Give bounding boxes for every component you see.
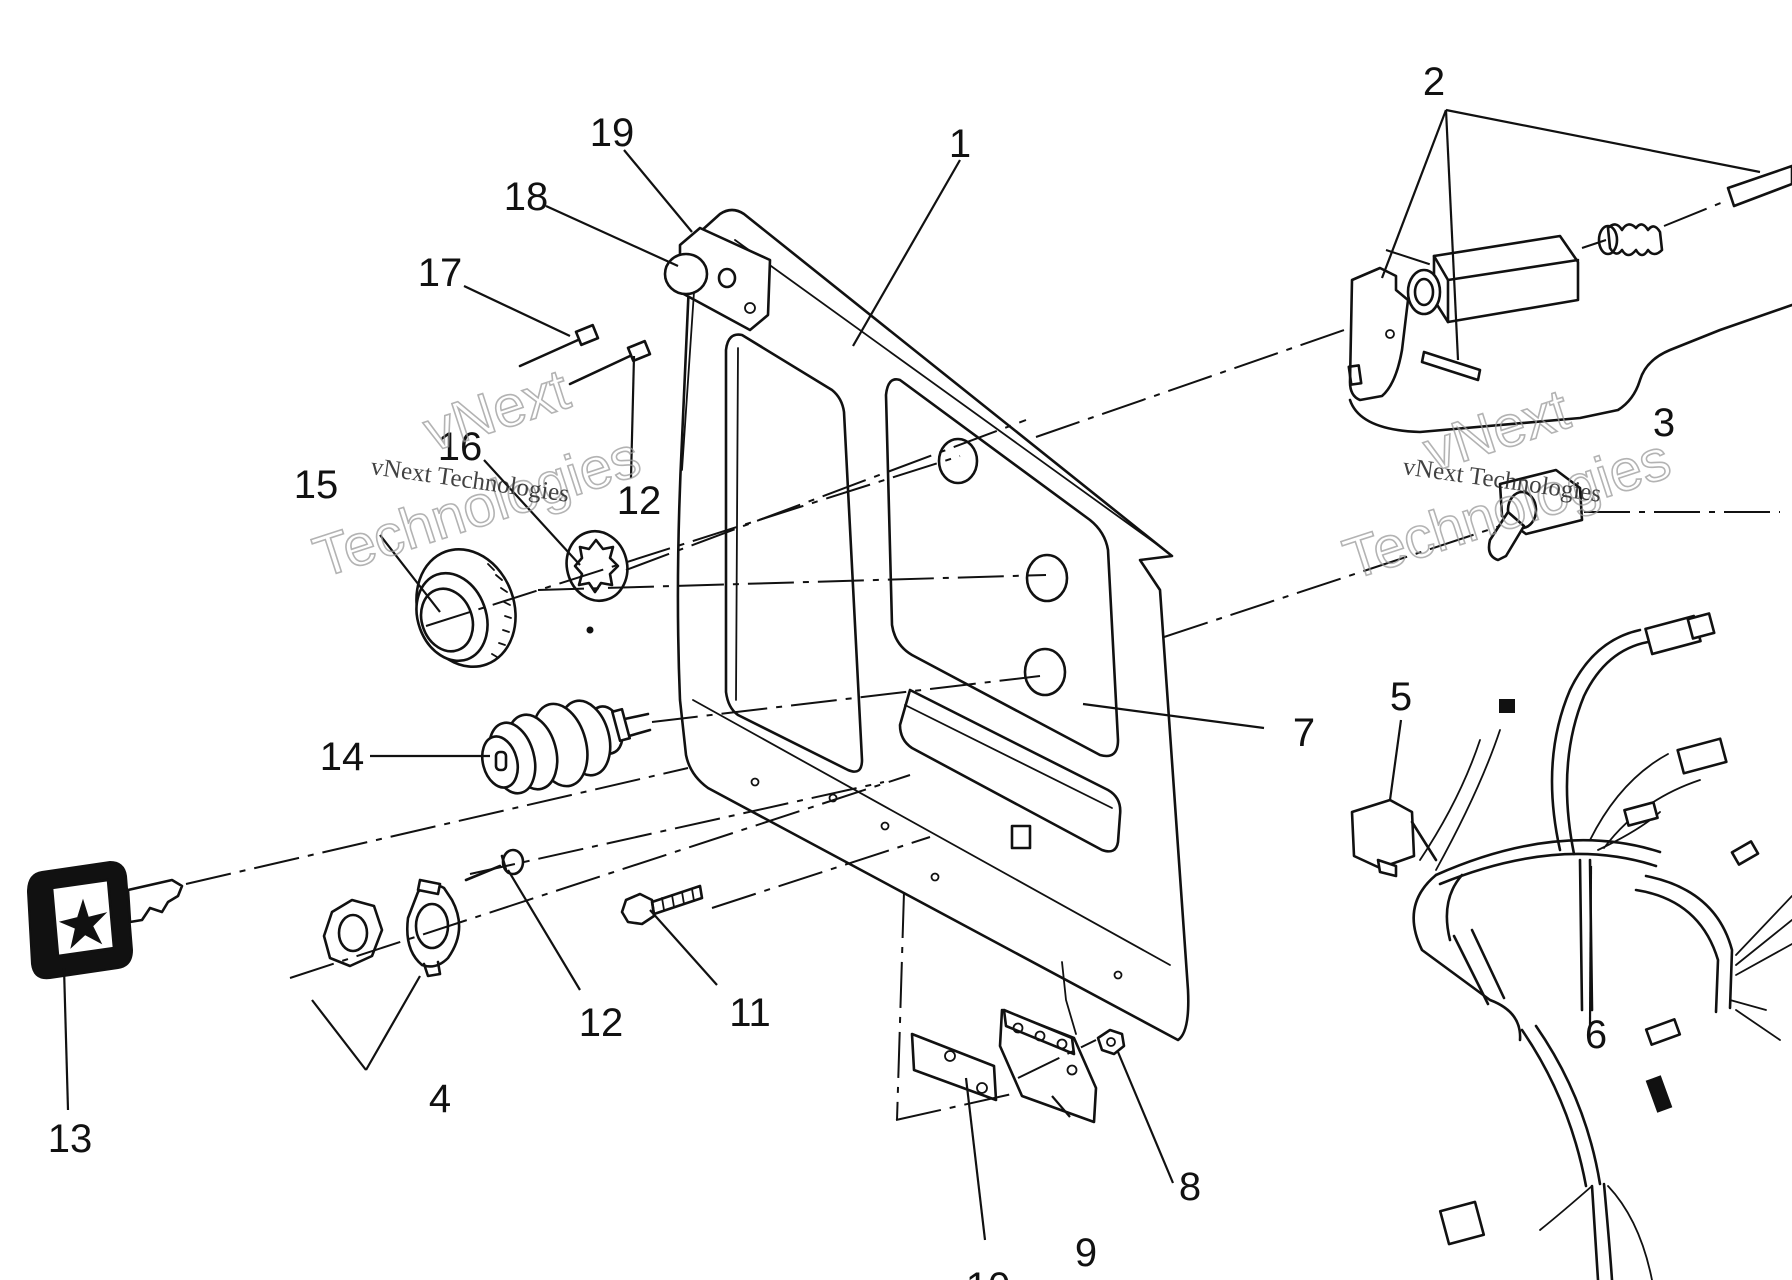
nut-8	[1096, 1028, 1126, 1056]
callout-10: 10	[966, 1265, 1011, 1280]
watermark-right: vNext Technologies vNext Technologies	[1335, 376, 1679, 593]
callout-1: 1	[949, 122, 971, 166]
callout-5: 5	[1390, 675, 1412, 719]
callout-18: 18	[504, 175, 549, 219]
pin-17	[518, 323, 600, 368]
ignition-switch-14	[480, 699, 652, 795]
pin-12-lower	[464, 848, 525, 882]
wire-9	[1061, 961, 1077, 1035]
nut-4	[322, 898, 384, 968]
brace-3	[1348, 303, 1792, 434]
leader-lines	[62, 108, 1761, 1241]
callout-labels: 1 2 3 4 5 6 7 8 9 10 11 12 12 13 14 15 1…	[48, 60, 1675, 1280]
plate-10	[910, 1032, 998, 1102]
callout-4: 4	[429, 1077, 451, 1121]
callout-16: 16	[438, 425, 483, 469]
connector-5	[1350, 798, 1438, 878]
callout-6: 6	[1585, 1013, 1607, 1057]
key-13	[26, 860, 184, 980]
pin-12-upper	[568, 339, 652, 386]
callout-11: 11	[729, 991, 771, 1035]
callout-17: 17	[418, 251, 463, 295]
bracket-assembly	[663, 226, 772, 471]
lock-washer-16	[565, 530, 629, 634]
toggle-switch	[1487, 468, 1584, 562]
lock-plate-4	[406, 878, 461, 978]
screw-11	[620, 884, 704, 926]
wiring-harness-6	[1412, 612, 1792, 1280]
callout-12-upper: 12	[617, 479, 662, 523]
callout-12-lower: 12	[579, 1001, 624, 1045]
callout-15: 15	[294, 463, 339, 507]
callout-13: 13	[48, 1117, 93, 1161]
callout-3: 3	[1653, 401, 1675, 445]
callout-2: 2	[1423, 60, 1445, 104]
callout-9: 9	[1075, 1231, 1097, 1275]
callout-19: 19	[590, 111, 635, 155]
instrument-panel	[676, 208, 1190, 1042]
latch-assembly-2	[1347, 164, 1792, 402]
callout-7: 7	[1293, 711, 1315, 755]
callout-14: 14	[320, 735, 365, 779]
callout-8: 8	[1179, 1165, 1201, 1209]
center-lines	[185, 199, 1780, 1121]
bracket-9	[998, 1008, 1098, 1124]
